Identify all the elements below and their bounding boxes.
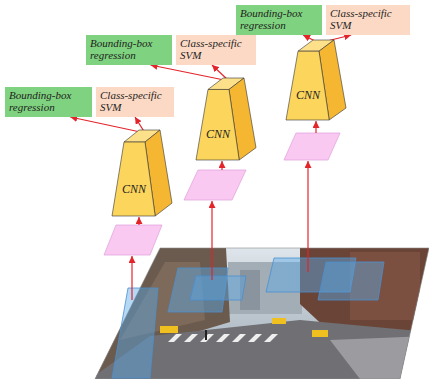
cnn-block: CNN bbox=[286, 40, 346, 120]
region-proposals bbox=[112, 258, 384, 378]
box-label: Class-specific SVM bbox=[180, 37, 252, 61]
box-label: Class-specific SVM bbox=[330, 7, 406, 31]
cnn-shape bbox=[286, 40, 346, 120]
regression-box: Bounding-box regression bbox=[5, 87, 92, 117]
cnn-block: CNN bbox=[196, 78, 256, 160]
regression-box: Bounding-box regression bbox=[86, 35, 172, 65]
cnn-shape bbox=[196, 78, 256, 160]
cnn-block: CNN bbox=[112, 130, 172, 216]
arrow-connector bbox=[70, 117, 145, 133]
cnn-shape bbox=[112, 130, 172, 216]
svm-box: Class-specific SVM bbox=[176, 35, 256, 65]
svm-box: Class-specific SVM bbox=[326, 5, 410, 35]
cnn-label: CNN bbox=[206, 127, 230, 141]
cnn-label: CNN bbox=[122, 182, 146, 196]
box-label: Class-specific SVM bbox=[100, 89, 170, 113]
cnn-label: CNN bbox=[296, 88, 320, 102]
box-label: Bounding-box regression bbox=[240, 7, 318, 31]
arrow-connector bbox=[151, 65, 230, 81]
box-label: Bounding-box regression bbox=[9, 89, 88, 113]
box-label: Bounding-box regression bbox=[90, 37, 168, 61]
street-photo bbox=[90, 246, 429, 379]
regression-box: Bounding-box regression bbox=[236, 5, 322, 35]
svm-box: Class-specific SVM bbox=[96, 87, 174, 117]
